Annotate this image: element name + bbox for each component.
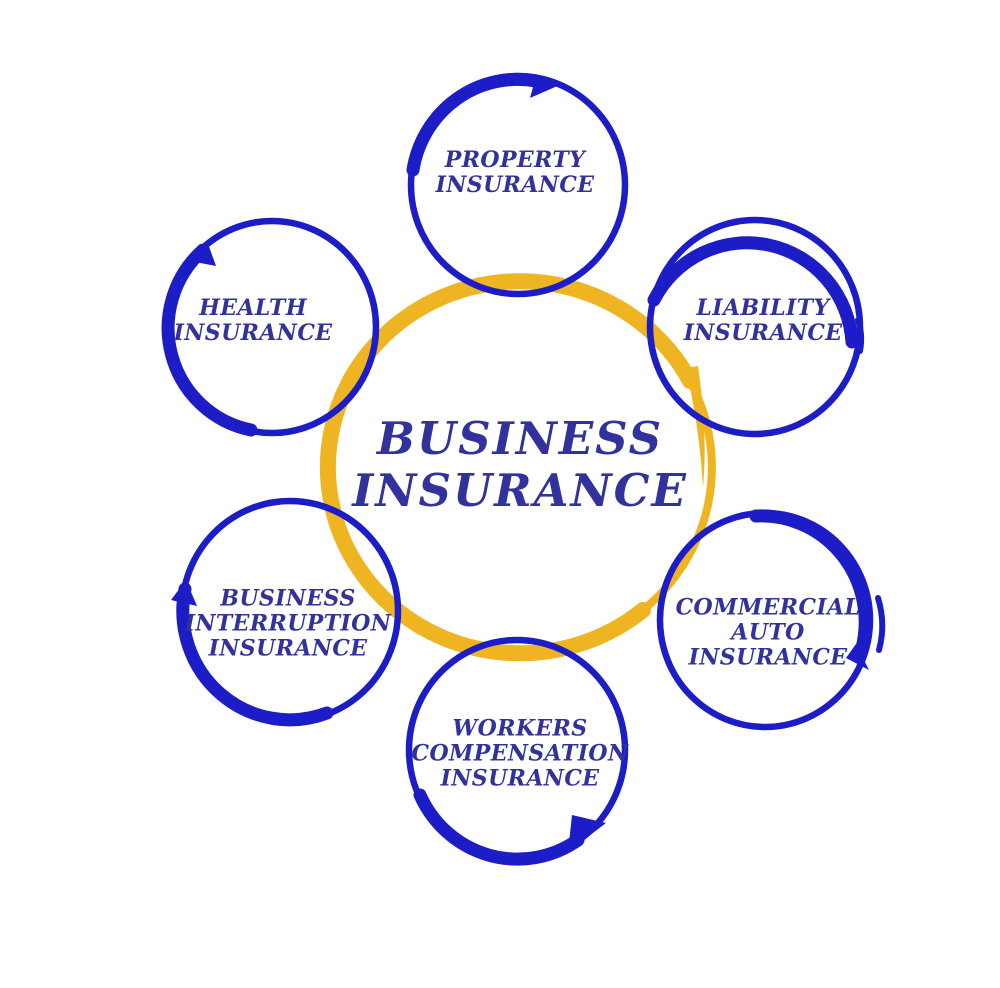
node-label-line: BUSINESS	[220, 585, 356, 612]
node-circle-health	[161, 217, 380, 437]
business-interruption-circle-brush-tip	[171, 580, 197, 606]
center-title-line: INSURANCE	[352, 464, 688, 517]
commercial-auto-circle-brush-flick	[875, 595, 886, 653]
node-circle-property	[406, 72, 629, 298]
node-label-line: AUTO	[731, 619, 805, 646]
node-label-line: INSURANCE	[440, 765, 600, 792]
liability-circle-brush-flick	[855, 317, 865, 354]
node-circle-workers-compensation	[405, 636, 629, 866]
center-title: BUSINESS INSURANCE	[352, 411, 688, 517]
commercial-auto-circle-brush	[749, 509, 872, 655]
node-circle-commercial-auto	[656, 509, 886, 731]
node-label-line: INSURANCE	[683, 320, 843, 346]
liability-circle-brush	[647, 236, 859, 349]
node-label-workers-compensation-insurance: WORKERS COMPENSATION INSURANCE	[412, 716, 629, 791]
node-label-property-insurance: PROPERTY INSURANCE	[435, 146, 595, 198]
node-label-line: WORKERS	[452, 715, 588, 742]
property-circle-brush-tip	[530, 76, 562, 98]
node-label-line: INSURANCE	[688, 644, 848, 671]
node-label-commercial-auto-insurance: COMMERCIAL AUTO INSURANCE	[676, 595, 861, 670]
center-ring-thick-stroke	[319, 273, 698, 662]
workers-compensation-circle-brush-tip	[568, 815, 606, 852]
node-label-health-insurance: HEALTH INSURANCE	[173, 294, 333, 346]
property-circle-brush	[406, 72, 543, 177]
node-label-line: LIABILITY	[696, 294, 830, 321]
node-label-line: COMMERCIAL	[675, 594, 861, 621]
node-label-line: INSURANCE	[208, 635, 368, 662]
node-label-line: INSURANCE	[173, 320, 333, 346]
center-ring-brush-tip	[686, 366, 705, 487]
business-interruption-circle-brush	[176, 582, 334, 727]
node-label-liability-insurance: LIABILITY INSURANCE	[683, 294, 843, 346]
node-label-line: COMPENSATION	[411, 740, 629, 767]
health-circle-brush	[161, 243, 258, 437]
workers-compensation-circle-brush	[413, 788, 585, 866]
node-label-business-interruption-insurance: BUSINESS INTERRUPTION INSURANCE	[185, 586, 392, 661]
center-title-line: BUSINESS	[376, 411, 664, 465]
node-label-line: HEALTH	[199, 294, 307, 321]
node-label-line: PROPERTY	[444, 146, 586, 173]
node-label-line: INSURANCE	[435, 172, 595, 198]
node-circle-liability	[646, 216, 865, 438]
node-label-line: INTERRUPTION	[184, 610, 392, 637]
commercial-auto-circle-brush-tip	[846, 644, 869, 670]
node-circle-business-interruption	[171, 497, 402, 727]
health-circle-brush-tip	[190, 241, 216, 266]
